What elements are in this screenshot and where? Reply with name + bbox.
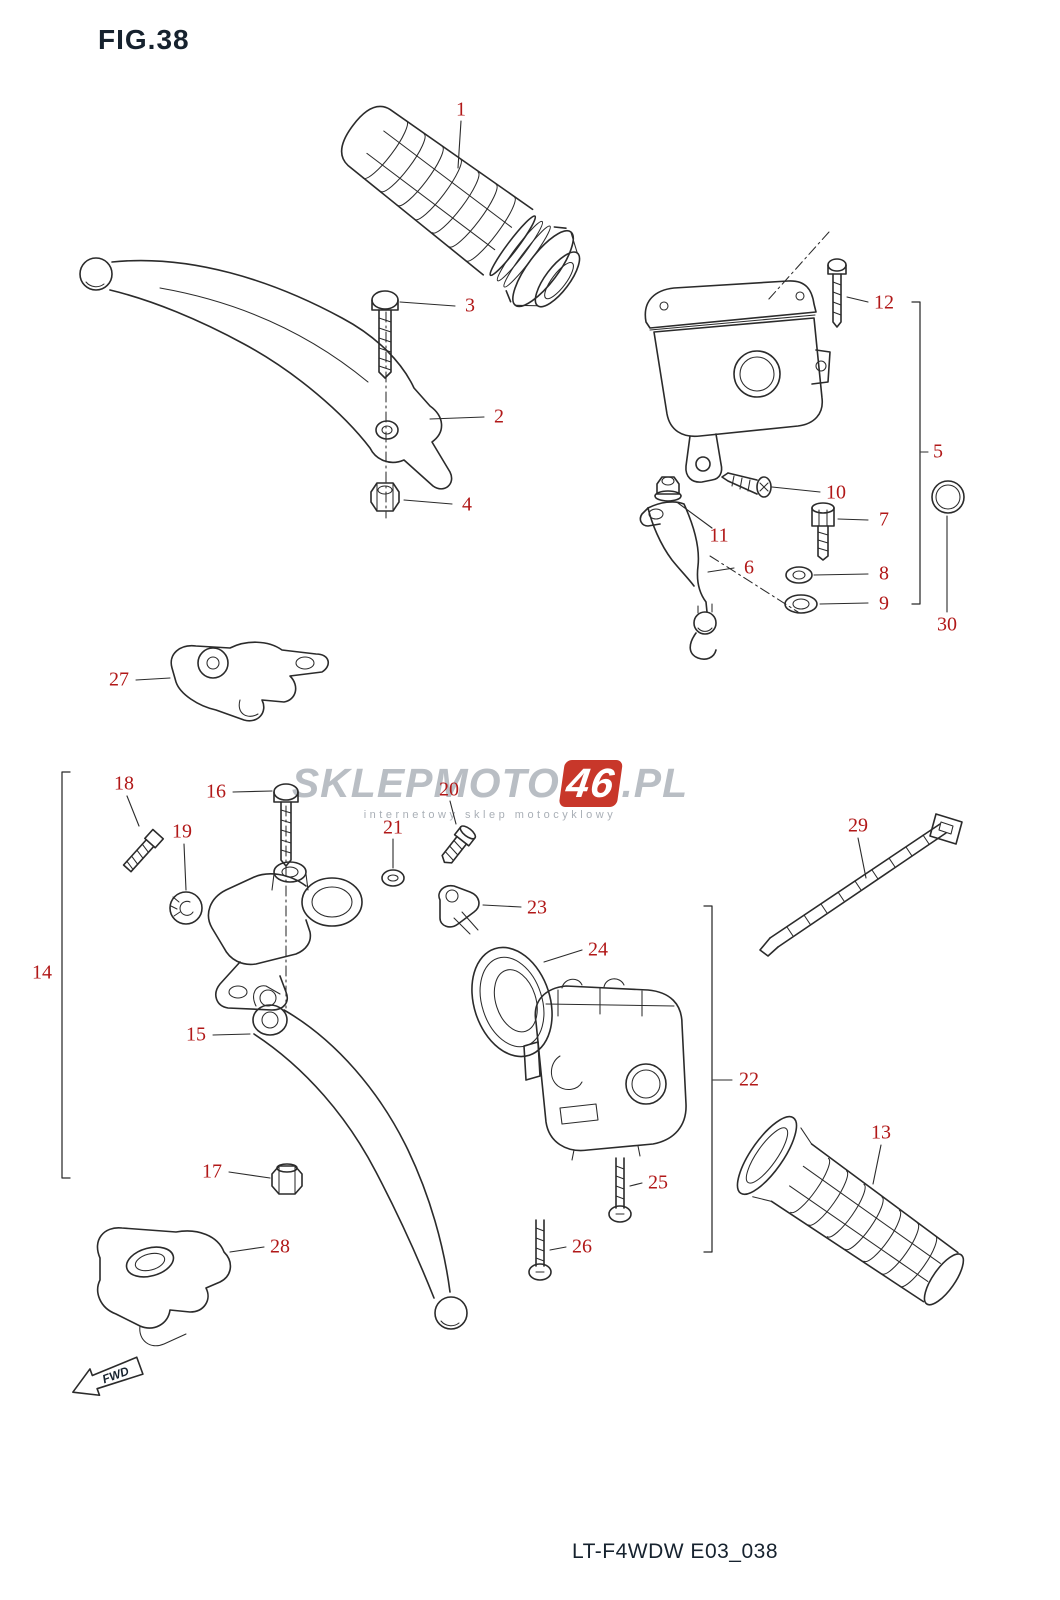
part-28-dust-cover (96, 1227, 232, 1347)
part-label-27: 27 (109, 668, 129, 691)
part-label-9: 9 (879, 592, 889, 615)
part-10-screw (721, 472, 772, 498)
part-29-cable-tie (759, 813, 963, 957)
part-12-cap-screw (827, 258, 847, 328)
part-3-pivot-bolt (371, 290, 399, 519)
part-1-grip (340, 105, 581, 308)
lever-perch-bracket (207, 861, 363, 1011)
part-30-o-ring (931, 480, 965, 514)
part-13-grip (736, 1115, 965, 1306)
watermark-prefix: SKLEPMOTO (291, 760, 560, 806)
part-11-flange-nut (654, 476, 682, 502)
part-9-washer (784, 594, 818, 614)
part-27-lock-plate (170, 641, 329, 722)
part-7-bolt (811, 502, 835, 561)
part-2-brake-lever (79, 257, 453, 490)
watermark-subtitle: internetowy sklep motocyklowy (363, 809, 617, 821)
part-label-25: 25 (648, 1171, 668, 1194)
part-20-bolt (441, 825, 477, 864)
bracket-5 (911, 301, 921, 605)
part-25-screw (608, 1157, 632, 1223)
part-label-21: 21 (383, 816, 403, 839)
bracket-14 (61, 771, 71, 1179)
part-label-2: 2 (494, 405, 504, 428)
part-label-28: 28 (270, 1235, 290, 1258)
part-label-20: 20 (439, 778, 459, 801)
part-16-perch-bolt (273, 783, 299, 1009)
part-label-11: 11 (709, 524, 729, 547)
part-label-30: 30 (937, 613, 957, 636)
part-label-24: 24 (588, 938, 608, 961)
switch-housing (523, 978, 687, 1161)
part-label-23: 23 (527, 896, 547, 919)
part-18-adjuster-screw (122, 828, 165, 873)
part-label-1: 1 (456, 98, 466, 121)
part-label-22: 22 (739, 1068, 759, 1091)
group-brackets (61, 301, 929, 1253)
part-label-5: 5 (933, 440, 943, 463)
part-6-brake-arm (639, 501, 717, 660)
part-label-18: 18 (114, 772, 134, 795)
part-21-washer (381, 869, 405, 887)
leader-lines (126, 120, 948, 1253)
part-label-29: 29 (848, 814, 868, 837)
bracket-22 (703, 905, 713, 1253)
part-4-pivot-nut (370, 482, 400, 512)
part-17-nut (271, 1163, 303, 1195)
part-label-3: 3 (465, 294, 475, 317)
watermark-suffix: .PL (621, 760, 689, 806)
part-label-12: 12 (874, 291, 894, 314)
part-label-19: 19 (172, 820, 192, 843)
part-label-14: 14 (32, 961, 52, 984)
part-26-screw (528, 1219, 552, 1281)
part-19-adjuster-wheel (169, 891, 203, 925)
watermark-main: SKLEPMOTO46.PL (292, 760, 688, 807)
part-label-8: 8 (879, 562, 889, 585)
master-cylinder-body (644, 231, 831, 613)
part-label-6: 6 (744, 556, 754, 579)
part-label-13: 13 (871, 1121, 891, 1144)
part-label-4: 4 (462, 493, 472, 516)
part-8-washer (785, 566, 813, 584)
part-24-ring (471, 946, 553, 1058)
figure-code: LT-F4WDW E03_038 (572, 1540, 779, 1563)
part-23-clamp (438, 884, 480, 935)
part-label-17: 17 (202, 1160, 222, 1183)
part-label-16: 16 (206, 780, 226, 803)
part-label-15: 15 (186, 1023, 206, 1046)
watermark: SKLEPMOTO46.PL internetowy sklep motocyk… (292, 760, 688, 821)
figure-title: FIG.38 (98, 24, 190, 55)
part-label-26: 26 (572, 1235, 592, 1258)
fwd-arrow: FWD (72, 1356, 144, 1397)
part-label-7: 7 (879, 508, 889, 531)
part-label-10: 10 (826, 481, 846, 504)
part-15-lever (252, 985, 468, 1330)
